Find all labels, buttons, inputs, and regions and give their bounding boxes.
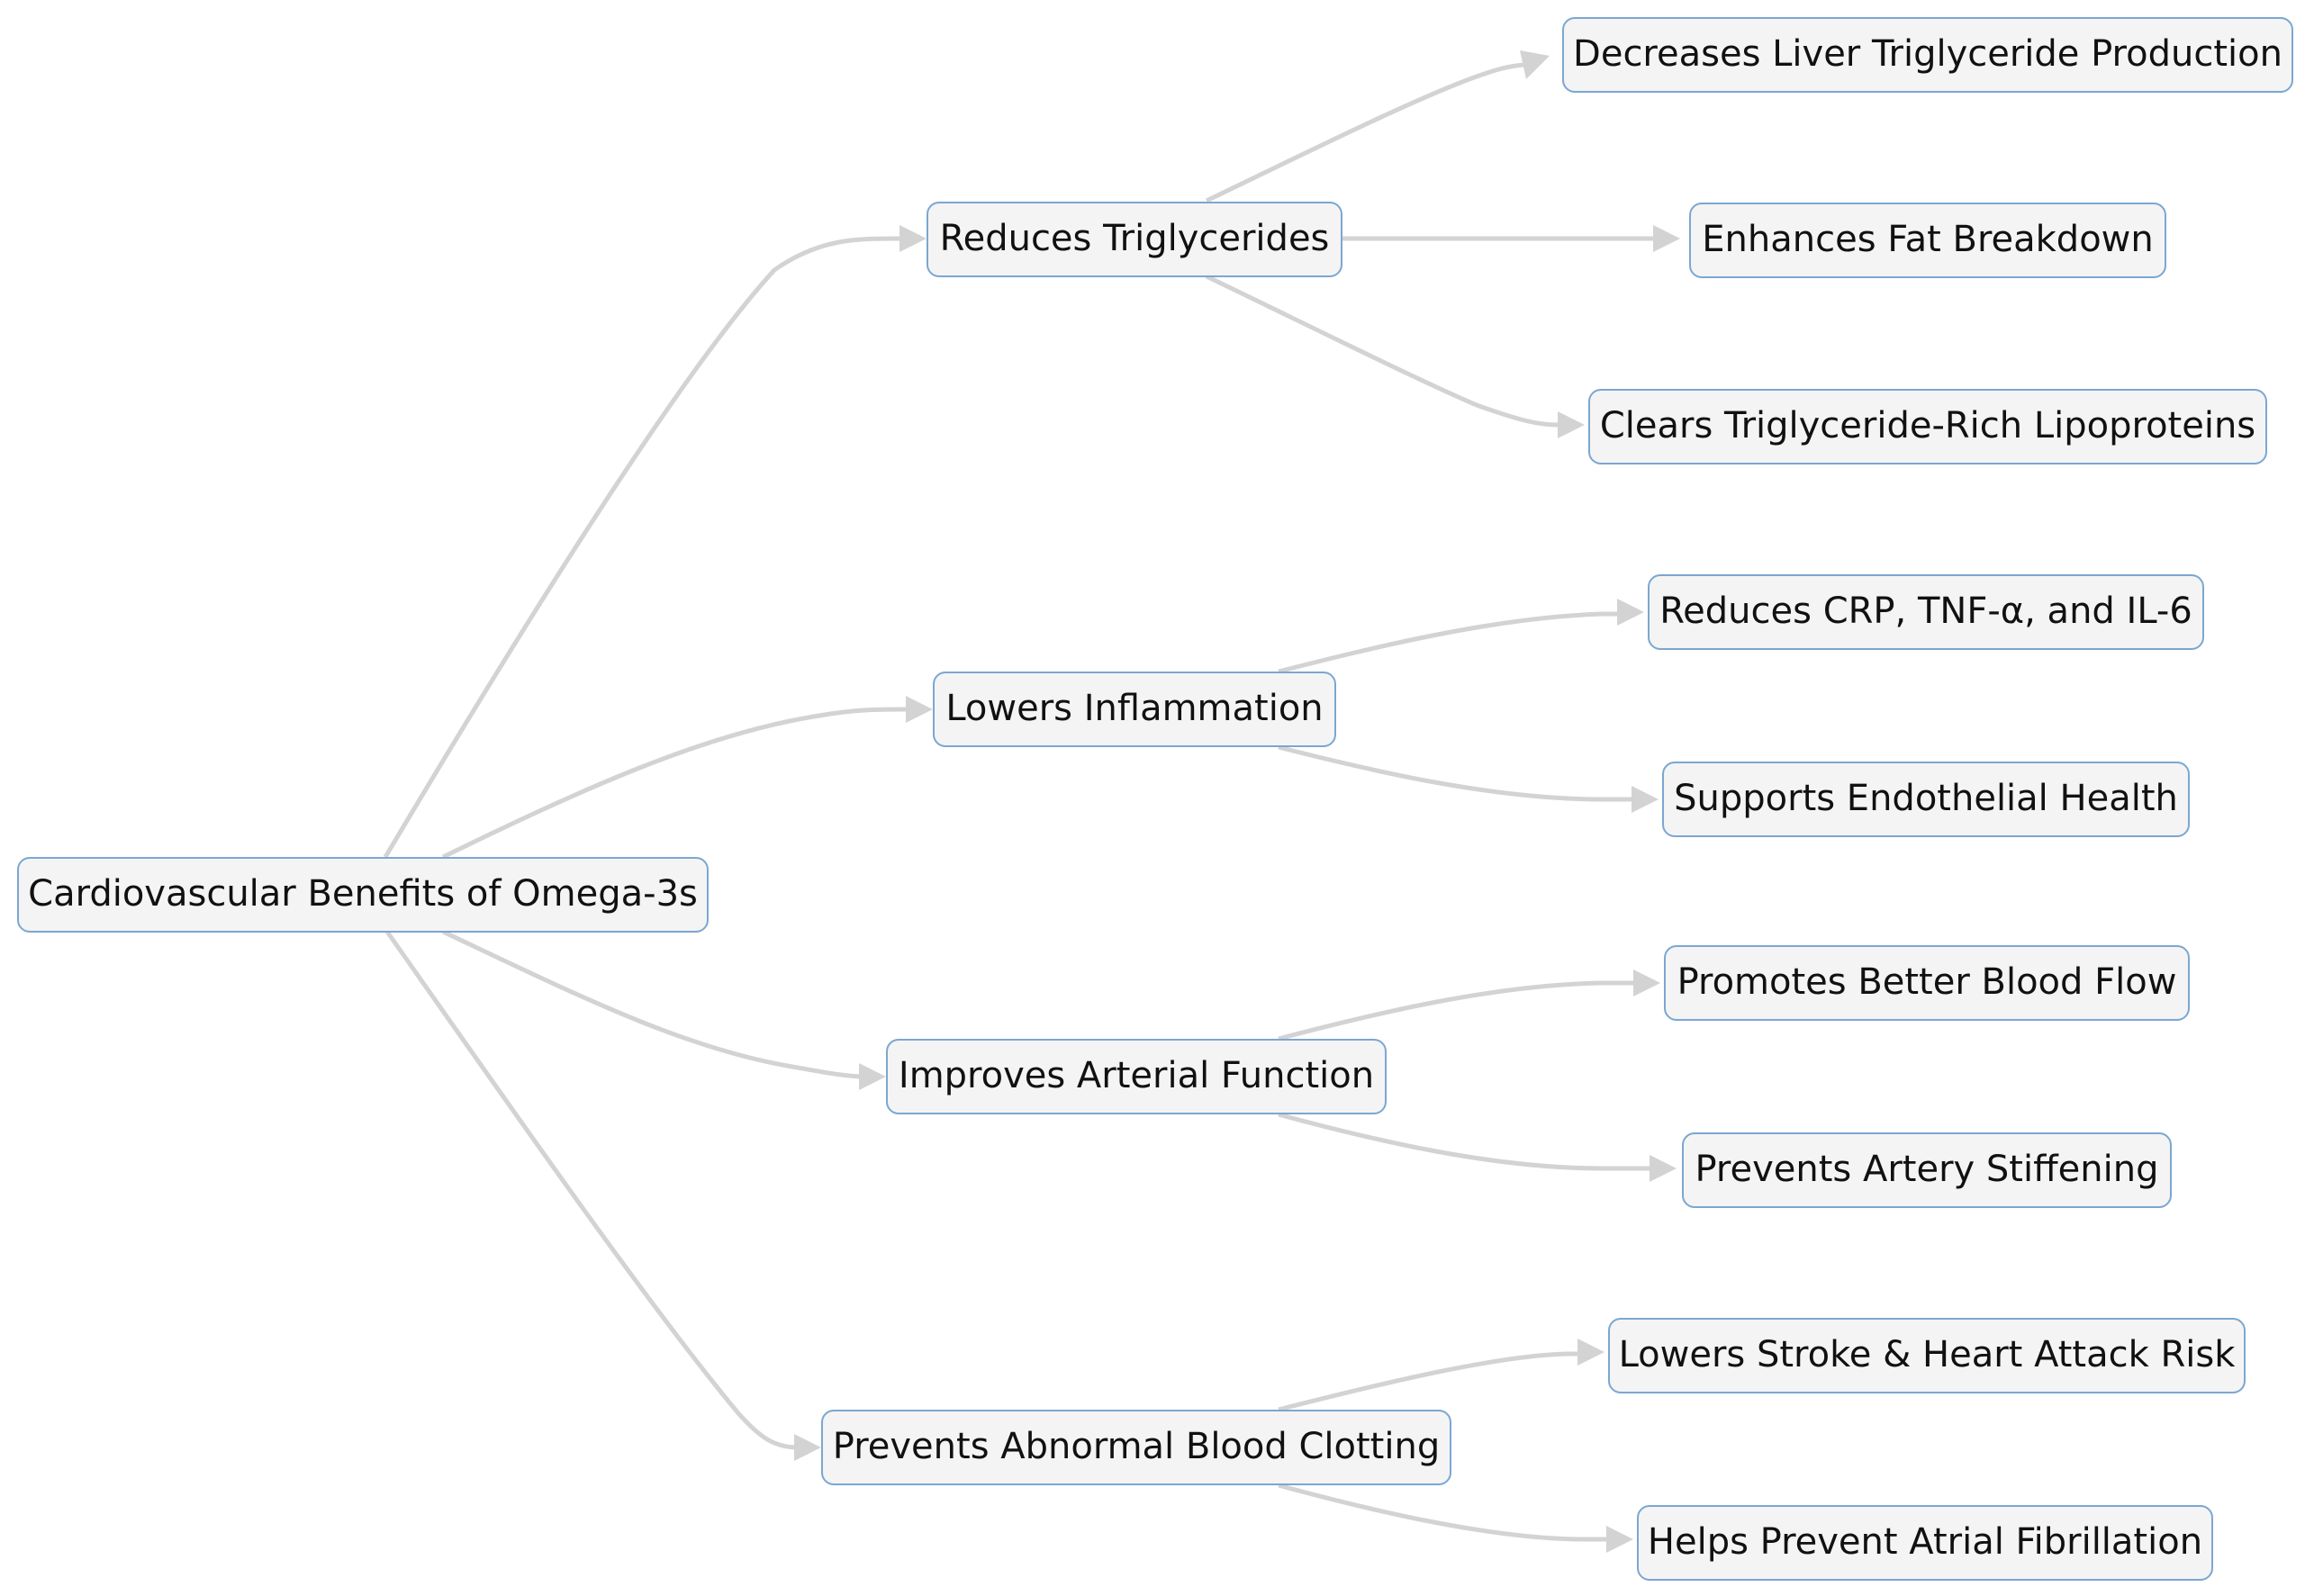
node-prevents-abnormal-blood-clotting: Prevents Abnormal Blood Clotting	[821, 1410, 1451, 1485]
arrowhead-reduces-triglycerides	[899, 225, 927, 252]
node-helps-prevent-atrial-fibrillation: Helps Prevent Atrial Fibrillation	[1637, 1505, 2213, 1581]
node-supports-endothelial-health: Supports Endothelial Health	[1662, 762, 2190, 837]
edges	[383, 50, 1680, 1553]
arrowhead-decreases-liver-production	[1520, 50, 1550, 79]
arrowhead-prevents-artery-stiffening	[1650, 1155, 1677, 1182]
edge-reduces-triglycerides-to-clears-lipoproteins	[1205, 274, 1559, 428]
edge-prevents-clotting-to-helps-prevent-afib	[1278, 1483, 1608, 1542]
edge-root-to-reduces-triglycerides	[383, 236, 901, 859]
arrowhead-supports-endothelial-health	[1632, 786, 1659, 813]
edge-lowers-inflammation-to-reduces-crp	[1278, 611, 1617, 674]
node-reduces-triglycerides: Reduces Triglycerides	[927, 202, 1342, 277]
arrowhead-improves-arterial-function	[859, 1063, 886, 1090]
arrowhead-clears-lipoproteins	[1558, 411, 1585, 438]
node-improves-arterial-function: Improves Arterial Function	[886, 1039, 1387, 1114]
arrowhead-helps-prevent-afib	[1606, 1526, 1633, 1553]
arrowhead-lowers-inflammation	[906, 696, 933, 723]
node-root: Cardiovascular Benefits of Omega-3s	[17, 857, 709, 933]
edge-root-to-lowers-inflammation	[441, 707, 908, 860]
arrowhead-prevents-abnormal-blood-clotting	[794, 1434, 821, 1461]
node-prevents-artery-stiffening: Prevents Artery Stiffening	[1682, 1132, 2172, 1208]
edge-root-to-prevents-abnormal-blood-clotting	[384, 930, 797, 1450]
node-decreases-liver-triglyceride-production: Decreases Liver Triglyceride Production	[1562, 17, 2293, 93]
arrowhead-enhances-fat-breakdown	[1653, 225, 1680, 252]
edge-lowers-inflammation-to-supports-endothelial-health	[1278, 744, 1632, 802]
edge-improves-arterial-function-to-promotes-blood-flow	[1278, 980, 1635, 1041]
edge-improves-arterial-function-to-prevents-artery-stiffening	[1278, 1112, 1651, 1171]
node-enhances-fat-breakdown: Enhances Fat Breakdown	[1689, 203, 2166, 278]
arrowhead-lowers-stroke-risk	[1577, 1339, 1604, 1366]
edge-reduces-triglycerides-to-decreases-liver-production	[1205, 62, 1524, 203]
edge-root-to-improves-arterial-function	[441, 929, 862, 1079]
arrowhead-promotes-blood-flow	[1633, 969, 1660, 996]
node-clears-triglyceride-rich-lipoproteins: Clears Triglyceride-Rich Lipoproteins	[1588, 389, 2267, 464]
node-lowers-stroke-heart-attack-risk: Lowers Stroke & Heart Attack Risk	[1608, 1318, 2246, 1393]
node-reduces-crp-tnf-il6: Reduces CRP, TNF-α, and IL-6	[1648, 574, 2204, 650]
arrowhead-reduces-crp	[1617, 599, 1644, 626]
node-lowers-inflammation: Lowers Inflammation	[933, 672, 1336, 747]
edge-prevents-clotting-to-lowers-stroke-risk	[1278, 1351, 1577, 1412]
node-promotes-better-blood-flow: Promotes Better Blood Flow	[1664, 945, 2190, 1021]
